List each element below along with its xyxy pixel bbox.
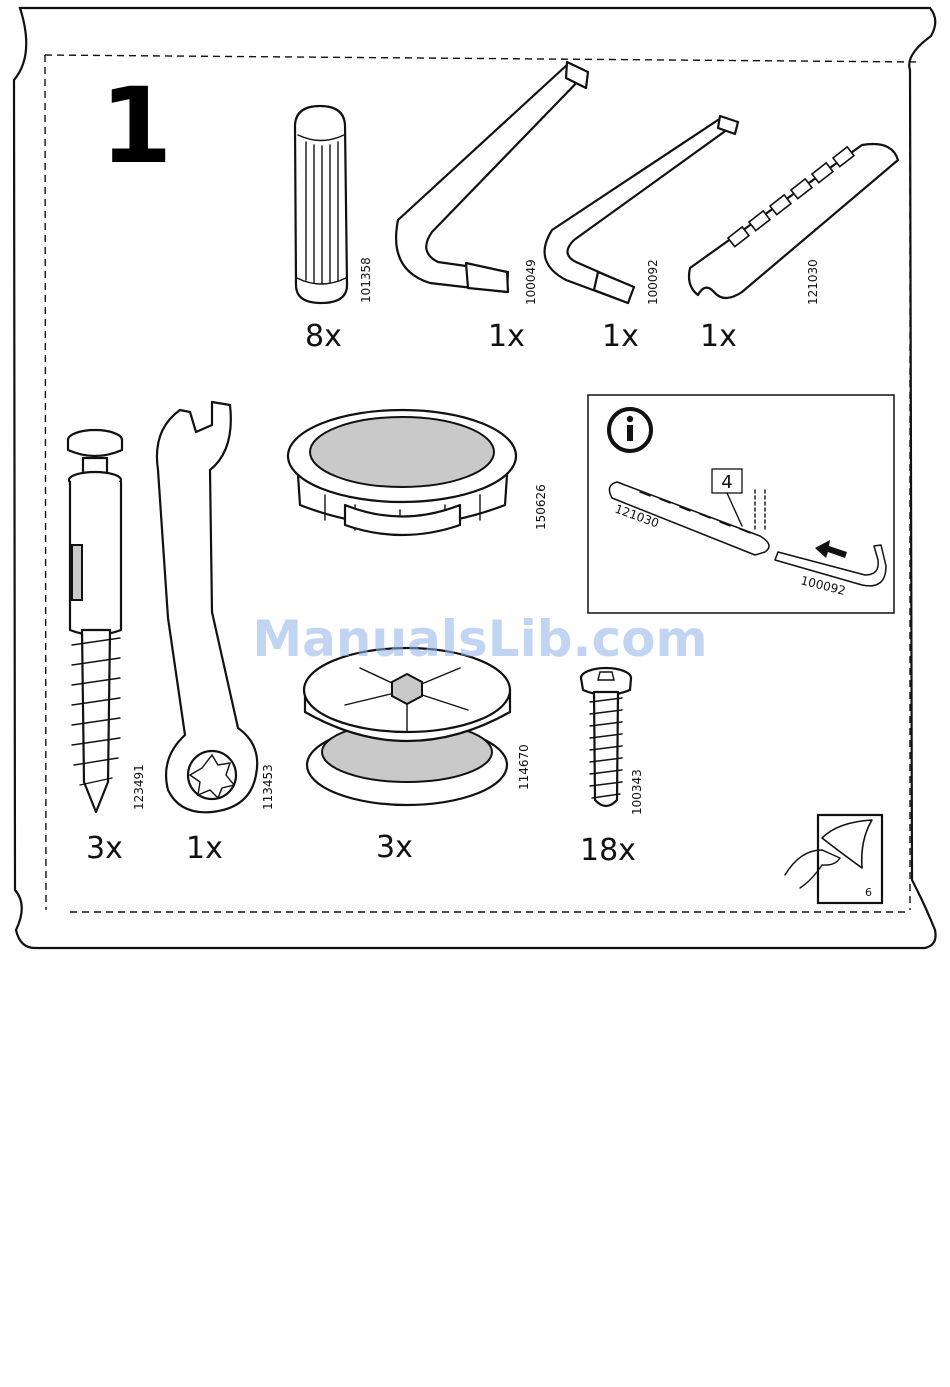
- dowel-quantity: 8x: [305, 319, 342, 354]
- screw-part-number: 100343: [630, 769, 644, 815]
- turn-page-icon: 6: [785, 815, 882, 903]
- cam-lock-part-number: 114670: [517, 744, 531, 790]
- step-number: 1: [100, 65, 172, 187]
- cover-cap-part-number: 150626: [534, 484, 548, 530]
- cover-cap-icon: [288, 410, 516, 535]
- info-icon: [609, 409, 651, 451]
- small-allen-key-quantity: 1x: [602, 319, 639, 354]
- tool-holder-icon: [689, 144, 898, 298]
- screw-quantity: 18x: [580, 833, 636, 868]
- info-box: 4 121030 100092: [588, 395, 894, 613]
- wrench-icon: [157, 402, 257, 812]
- large-allen-key-quantity: 1x: [488, 319, 525, 354]
- cam-bolt-quantity: 3x: [86, 831, 123, 866]
- small-allen-key-part-number: 100092: [646, 259, 660, 305]
- page-turn-number: 6: [865, 886, 872, 899]
- cam-bolt-part-number: 123491: [132, 764, 146, 810]
- wrench-quantity: 1x: [186, 831, 223, 866]
- cam-lock-icon: [304, 648, 510, 805]
- cam-bolt-icon: [68, 430, 122, 812]
- tool-holder-part-number: 121030: [806, 259, 820, 305]
- watermark-text: ManualsLib.com: [252, 610, 707, 668]
- dowel-part-number: 101358: [359, 257, 373, 303]
- large-allen-key-part-number: 100049: [524, 259, 538, 305]
- dowel-icon: [295, 106, 347, 303]
- cam-lock-quantity: 3x: [376, 830, 413, 865]
- wrench-part-number: 113453: [261, 764, 275, 810]
- tool-holder-quantity: 1x: [700, 319, 737, 354]
- info-slot-label: 4: [721, 472, 732, 493]
- screw-icon: [581, 668, 631, 806]
